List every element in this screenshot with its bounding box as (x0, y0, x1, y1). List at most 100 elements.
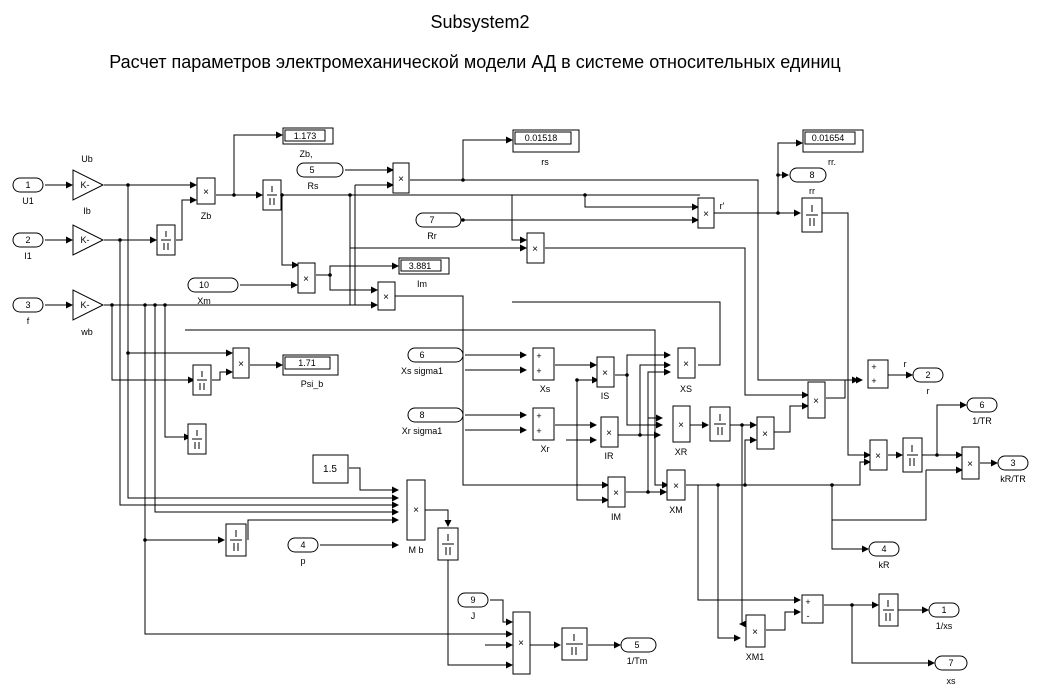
product-rs-symbol: × (398, 174, 404, 185)
outport-7-label: xs (947, 676, 957, 686)
product-is[interactable]: × IS (596, 356, 615, 401)
product-rs[interactable]: × (392, 162, 410, 194)
inport-4-label: p (300, 556, 305, 566)
gain-wb[interactable]: K- wb (72, 289, 105, 337)
product-xm-symbol: × (673, 481, 679, 492)
outport-2[interactable]: 2 r (912, 367, 944, 396)
sum-xs-label: Xs (540, 384, 551, 394)
product-xm-calc-symbol: × (303, 274, 309, 285)
product-zb-symbol: × (203, 187, 209, 198)
product-xs[interactable]: × XS (677, 347, 696, 394)
product-im2-label: IM (611, 512, 621, 522)
product-tr[interactable]: × (869, 439, 888, 471)
product-ir[interactable]: × IR (600, 416, 619, 461)
product-zb[interactable]: × Zb (196, 177, 216, 221)
product-rprime[interactable]: × r' (697, 197, 725, 229)
product-r-mid-symbol: × (813, 396, 819, 407)
product-rprime-label: r' (720, 201, 725, 211)
gain-ub[interactable]: K- Ub (72, 154, 105, 201)
sum-xr[interactable]: + + Xr (532, 407, 555, 454)
product-rr2[interactable]: × (526, 232, 545, 264)
outport-3[interactable]: 3 kR/TR (997, 455, 1029, 484)
junction-dots (110, 173, 939, 607)
recip-mb[interactable] (437, 527, 459, 561)
product-xm[interactable]: × XM (666, 469, 686, 515)
product-kr[interactable]: × (756, 416, 775, 450)
constant-value: 1.5 (323, 464, 337, 475)
outport-7[interactable]: 7 xs (934, 655, 968, 686)
display-rs[interactable]: 0.01518 rs (512, 129, 580, 167)
sum-r[interactable]: + + r (867, 359, 907, 389)
inport-2-label: I1 (24, 251, 32, 261)
product-kr-symbol: × (762, 429, 768, 440)
diagram-title: Subsystem2 (430, 12, 530, 32)
product-im-symbol: × (383, 292, 389, 303)
recip-p[interactable] (225, 523, 247, 557)
product-im[interactable]: × (377, 281, 396, 311)
recip-tr[interactable] (902, 437, 923, 473)
recip-zb[interactable] (262, 179, 282, 211)
inport-8[interactable]: 8 Xr sigma1 (402, 407, 464, 436)
display-rr-label: rr. (828, 157, 836, 167)
product-r-mid[interactable]: × (807, 381, 826, 419)
product-tm[interactable]: × (512, 611, 531, 675)
recip-xs[interactable] (878, 593, 899, 627)
recip-xr[interactable] (709, 406, 731, 442)
sum-xs[interactable]: + + Xs (532, 347, 555, 394)
inport-3[interactable]: 3 f (12, 297, 44, 326)
outport-2-number: 2 (925, 370, 930, 380)
product-mb[interactable]: × M b (406, 479, 426, 555)
product-xm-calc[interactable]: × (297, 262, 316, 294)
sum-xs-out[interactable]: + - (801, 594, 824, 624)
product-im2[interactable]: × IM (607, 476, 626, 522)
product-im2-symbol: × (613, 488, 619, 499)
recip-psi[interactable] (192, 364, 212, 396)
recip-wb2[interactable] (187, 423, 207, 455)
constant-1-5[interactable]: 1.5 (312, 454, 349, 484)
recip-tm[interactable] (561, 627, 588, 661)
outport-1[interactable]: 1 1/xs (928, 602, 960, 631)
outport-8[interactable]: 8 rr (789, 167, 827, 196)
product-xm1[interactable]: × XM1 (745, 614, 766, 662)
display-rr[interactable]: 0.01654 rr. (802, 129, 864, 167)
gain-ib[interactable]: K- Ib (72, 206, 105, 256)
outport-4-number: 4 (881, 544, 886, 554)
sum-r-plus2: + (871, 376, 876, 386)
inport-6-label: Xs sigma1 (401, 366, 443, 376)
inport-2[interactable]: 2 I1 (12, 232, 44, 261)
product-rr2-symbol: × (532, 244, 538, 255)
product-xm1-label: XM1 (746, 652, 765, 662)
recip-ib[interactable] (156, 224, 176, 256)
display-im[interactable]: 3.881 Im (398, 257, 450, 289)
recip-rr[interactable] (801, 197, 823, 233)
sum-xr-plus2: + (536, 426, 541, 436)
outport-8-number: 8 (809, 170, 814, 180)
inport-9[interactable]: 9 J (457, 592, 489, 621)
outport-6-number: 6 (979, 400, 984, 410)
product-xr[interactable]: × XR (672, 405, 691, 457)
outport-5-label: 1/Tm (627, 656, 648, 666)
product-rprime-symbol: × (703, 209, 709, 220)
product-mb-symbol: × (413, 505, 419, 516)
inport-4-number: 4 (300, 540, 305, 550)
inport-9-number: 9 (470, 595, 475, 605)
display-zb[interactable]: 1.173 Zb, (282, 127, 334, 159)
display-psi[interactable]: 1.71 Psi_b (282, 354, 339, 389)
outport-1-number: 1 (941, 605, 946, 615)
inport-7[interactable]: 7 Rr (415, 212, 462, 241)
outport-5[interactable]: 5 1/Tm (620, 637, 657, 666)
inport-4[interactable]: 4 p (287, 537, 319, 566)
inport-5[interactable]: 5 Rs (296, 162, 344, 191)
product-psi[interactable]: × (232, 347, 250, 379)
product-tr-symbol: × (875, 451, 881, 462)
gain-ib-label: Ib (83, 206, 91, 216)
outport-4[interactable]: 4 kR (868, 541, 900, 570)
inport-6[interactable]: 6 Xs sigma1 (401, 347, 464, 376)
sum-xs-out-minus: - (807, 611, 810, 621)
inport-10[interactable]: 10 Xm (187, 277, 239, 306)
product-krtr[interactable]: × (961, 446, 980, 480)
outport-6[interactable]: 6 1/TR (966, 397, 998, 426)
inport-1[interactable]: 1 U1 (12, 177, 44, 206)
inport-9-label: J (471, 611, 476, 621)
display-rs-value: 0.01518 (525, 133, 558, 143)
